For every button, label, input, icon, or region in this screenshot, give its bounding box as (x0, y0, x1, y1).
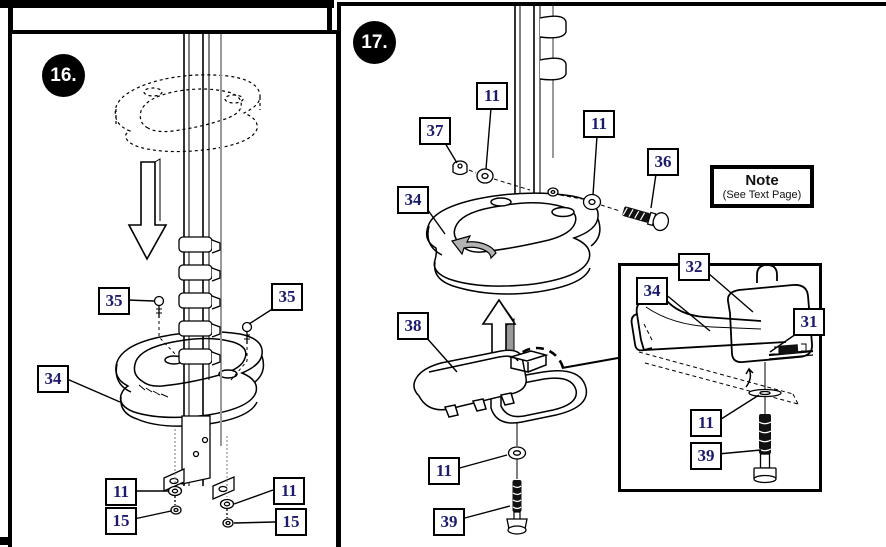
callout-32-clamp-bracket: 32 (678, 253, 710, 281)
callout-36-bolt: 36 (647, 148, 679, 176)
bolt-icon (506, 480, 528, 535)
mounting-bracket (163, 415, 235, 500)
ghost-base-outline (114, 74, 261, 153)
pole (514, 6, 567, 196)
callout-34-base-inset: 34 (636, 277, 668, 305)
callout-39-bolt-bottom: 39 (433, 508, 465, 536)
callout-34-base: 34 (397, 186, 429, 214)
bolt-side-icon (622, 206, 670, 232)
callout-11-washer-inset: 11 (690, 409, 722, 437)
leader-lines (424, 107, 797, 520)
screw-icon (153, 295, 253, 381)
figure-16-illustration (66, 34, 276, 528)
locknut-icon (170, 496, 234, 528)
base-part (425, 192, 601, 295)
prev-panel-left-border (8, 8, 13, 31)
note-subtitle: (See Text Page) (722, 189, 802, 202)
pivot-arrow-icon (745, 367, 754, 388)
bracket-part (413, 349, 588, 424)
callout-35-screw-left: 35 (98, 287, 130, 315)
callout-15-nut-right: 15 (275, 508, 307, 536)
step-number-badge: 17. (353, 21, 396, 64)
base-part (115, 330, 265, 427)
prev-panel-right-border (327, 8, 332, 31)
detail-leader-line (561, 357, 619, 369)
callout-11-washer-left: 11 (105, 478, 137, 506)
panel-step-16: 16. 35 35 34 11 15 11 15 (8, 30, 340, 547)
leader-lines (66, 299, 276, 524)
step-number-badge: 16. (42, 54, 85, 97)
washer-icon (748, 388, 782, 398)
nut-icon (452, 160, 468, 176)
callout-11-washer-right: 11 (273, 477, 305, 505)
callout-11-washer-top-right: 11 (583, 110, 615, 138)
washer-icon (167, 485, 235, 510)
inset-detail-drawing (630, 264, 814, 484)
callout-37-nut: 37 (419, 117, 451, 145)
callout-38-bracket: 38 (397, 312, 429, 340)
callout-34-base: 34 (37, 365, 69, 393)
callout-39-bolt-inset: 39 (690, 442, 722, 470)
inset-detail-box (618, 263, 822, 492)
callout-11-washer-top-left: 11 (476, 82, 508, 110)
note-title: Note (745, 172, 779, 189)
clamp-plate (768, 343, 814, 360)
pole-ratchet (178, 34, 222, 486)
callout-11-washer-bottom: 11 (428, 457, 460, 485)
callout-35-screw-right: 35 (271, 283, 303, 311)
note-box: Note (See Text Page) (710, 165, 814, 209)
callout-15-nut-left: 15 (105, 507, 137, 535)
callout-31-clamp: 31 (793, 308, 825, 336)
panel-step-17: 17. 11 37 11 34 36 38 11 39 Note (See Te… (337, 2, 886, 547)
alignment-dashes (468, 169, 621, 212)
page-top-border-left (0, 0, 334, 8)
washer-icon (507, 446, 527, 460)
washer-icon (476, 168, 602, 211)
rotate-arrow-icon (450, 235, 497, 260)
down-arrow-icon (127, 158, 168, 261)
figure-17-illustration (413, 6, 814, 535)
bolt-icon (753, 414, 777, 484)
